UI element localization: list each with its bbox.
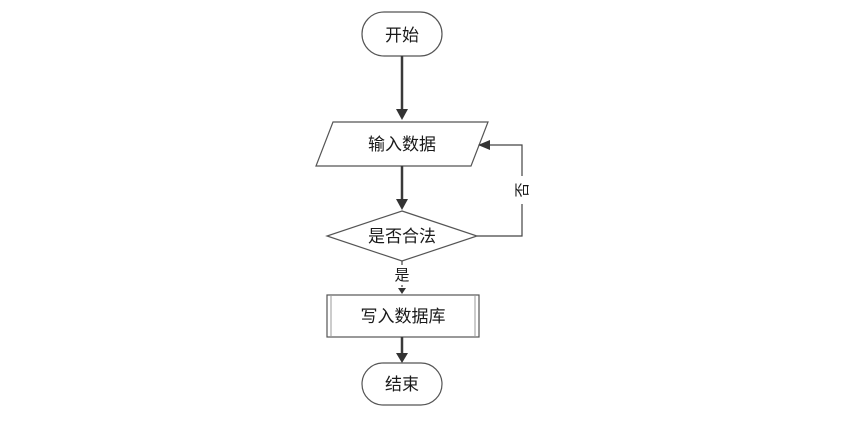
arrow-input-to-check bbox=[396, 166, 408, 210]
start-node: 开始 bbox=[361, 11, 443, 57]
yes-label: 是 bbox=[394, 266, 409, 284]
arrow-write-to-end bbox=[396, 337, 408, 363]
write-node: 写入数据库 bbox=[326, 294, 480, 338]
input-label: 输入数据 bbox=[368, 135, 436, 155]
check-node: 是否合法 bbox=[325, 210, 479, 262]
write-label: 写入数据库 bbox=[361, 307, 446, 327]
arrow-no-loop: 否 bbox=[477, 140, 531, 237]
start-label: 开始 bbox=[385, 26, 419, 46]
end-label: 结束 bbox=[385, 375, 419, 395]
arrow-start-to-input bbox=[396, 56, 408, 120]
no-label: 否 bbox=[513, 182, 531, 197]
input-node: 输入数据 bbox=[315, 121, 489, 167]
end-node: 结束 bbox=[361, 362, 443, 406]
arrow-yes: 是 bbox=[393, 261, 411, 294]
check-label: 是否合法 bbox=[368, 227, 436, 247]
